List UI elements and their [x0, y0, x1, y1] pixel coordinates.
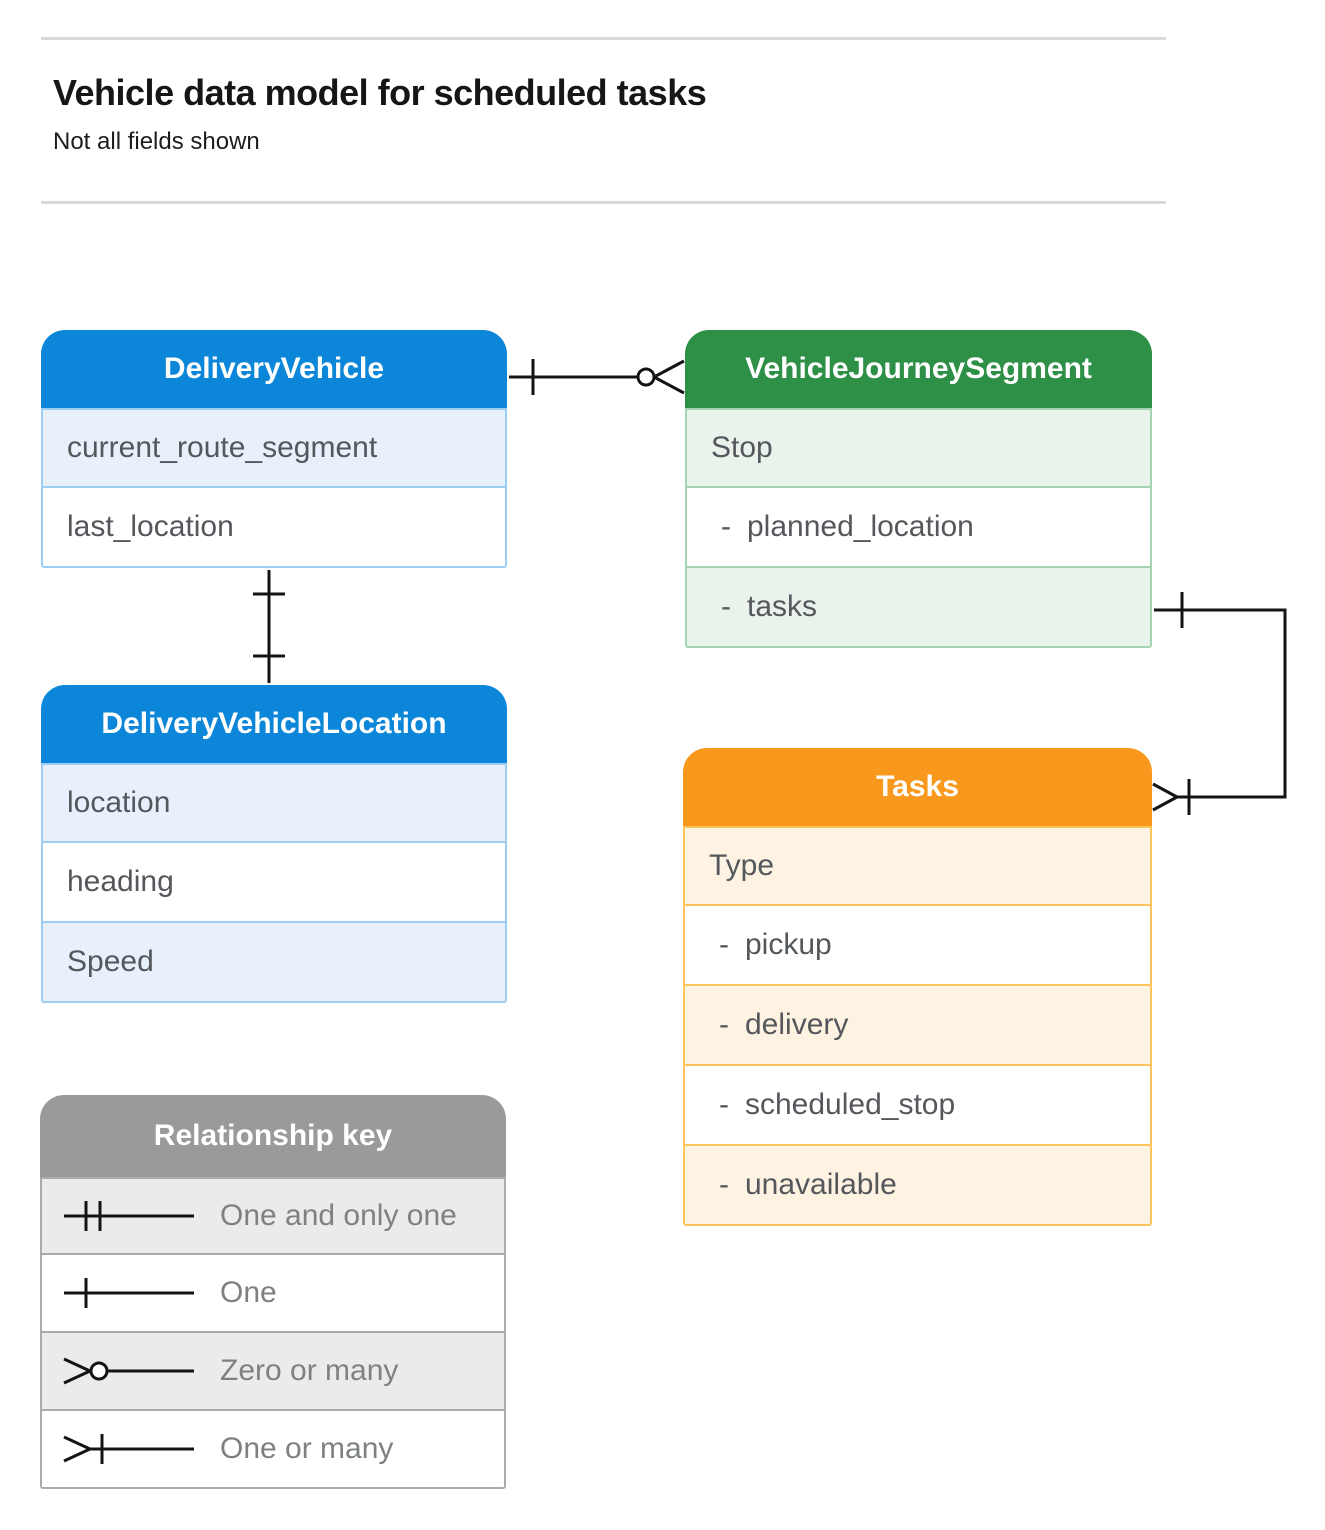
- field-row: - unavailable: [683, 1146, 1152, 1226]
- entity-tasks: Tasks Type - pickup - delivery - schedul…: [683, 748, 1152, 1226]
- field-label: tasks: [747, 590, 818, 623]
- one-or-many-symbol: [62, 1429, 202, 1469]
- field-label: unavailable: [745, 1168, 897, 1201]
- one-symbol: [62, 1273, 202, 1313]
- field-label: delivery: [745, 1008, 849, 1041]
- entity-title: VehicleJourneySegment: [745, 352, 1092, 385]
- field-row: current_route_segment: [41, 408, 507, 488]
- entity-vehicle-journey-segment-header: VehicleJourneySegment: [685, 330, 1152, 408]
- field-row: - tasks: [685, 568, 1152, 648]
- field-label: heading: [67, 865, 174, 898]
- entity-vehicle-journey-segment: VehicleJourneySegment Stop - planned_loc…: [685, 330, 1152, 648]
- field-label: location: [67, 786, 171, 819]
- relationship-key: Relationship key One and only one One Ze…: [40, 1095, 506, 1489]
- relationship-key-header: Relationship key: [40, 1095, 506, 1177]
- field-row: - pickup: [683, 906, 1152, 986]
- field-dash: -: [719, 1168, 729, 1201]
- connector-deliveryvehicle-vehiclejourneysegment: [509, 359, 685, 395]
- field-row: Type: [683, 826, 1152, 906]
- entity-title: DeliveryVehicleLocation: [101, 707, 447, 740]
- field-label: Speed: [67, 945, 154, 978]
- legend-row: One and only one: [40, 1177, 506, 1255]
- legend-row: Zero or many: [40, 1333, 506, 1411]
- field-row: heading: [41, 843, 507, 923]
- connector-vehiclejourneysegment-tasks: [1152, 592, 1287, 815]
- connector-deliveryvehicle-deliveryvehiclelocation: [253, 570, 285, 683]
- entity-tasks-header: Tasks: [683, 748, 1152, 826]
- field-label: planned_location: [747, 510, 974, 543]
- entity-delivery-vehicle-location-header: DeliveryVehicleLocation: [41, 685, 507, 763]
- legend-label: One and only one: [220, 1199, 457, 1232]
- page-title: Vehicle data model for scheduled tasks: [53, 72, 707, 113]
- entity-delivery-vehicle: DeliveryVehicle current_route_segment la…: [41, 330, 507, 568]
- zero-or-many-symbol: [62, 1351, 202, 1391]
- field-row: - scheduled_stop: [683, 1066, 1152, 1146]
- header-divider: [41, 201, 1166, 204]
- field-row: Stop: [685, 408, 1152, 488]
- field-label: current_route_segment: [67, 431, 378, 464]
- field-dash: -: [719, 1088, 729, 1121]
- field-row: Speed: [41, 923, 507, 1003]
- legend-label: One or many: [220, 1432, 394, 1465]
- legend-title: Relationship key: [153, 1119, 393, 1152]
- legend-label: Zero or many: [220, 1354, 399, 1387]
- field-label: Stop: [711, 431, 773, 464]
- one-and-only-one-symbol: [62, 1196, 202, 1236]
- top-divider: [41, 37, 1166, 40]
- field-dash: -: [719, 1008, 729, 1041]
- field-label: last_location: [67, 510, 234, 543]
- entity-title: DeliveryVehicle: [163, 352, 385, 385]
- field-dash: -: [721, 590, 731, 623]
- legend-row: One or many: [40, 1411, 506, 1489]
- field-row: - planned_location: [685, 488, 1152, 568]
- page-subtitle: Not all fields shown: [53, 128, 260, 155]
- field-row: location: [41, 763, 507, 843]
- field-dash: -: [719, 928, 729, 961]
- field-label: pickup: [745, 928, 832, 961]
- field-label: Type: [709, 849, 775, 882]
- field-label: scheduled_stop: [745, 1088, 956, 1121]
- legend-row: One: [40, 1255, 506, 1333]
- entity-title: Tasks: [876, 770, 959, 803]
- legend-label: One: [220, 1276, 277, 1309]
- field-row: - delivery: [683, 986, 1152, 1066]
- entity-delivery-vehicle-header: DeliveryVehicle: [41, 330, 507, 408]
- entity-delivery-vehicle-location: DeliveryVehicleLocation location heading…: [41, 685, 507, 1003]
- field-dash: -: [721, 510, 731, 543]
- field-row: last_location: [41, 488, 507, 568]
